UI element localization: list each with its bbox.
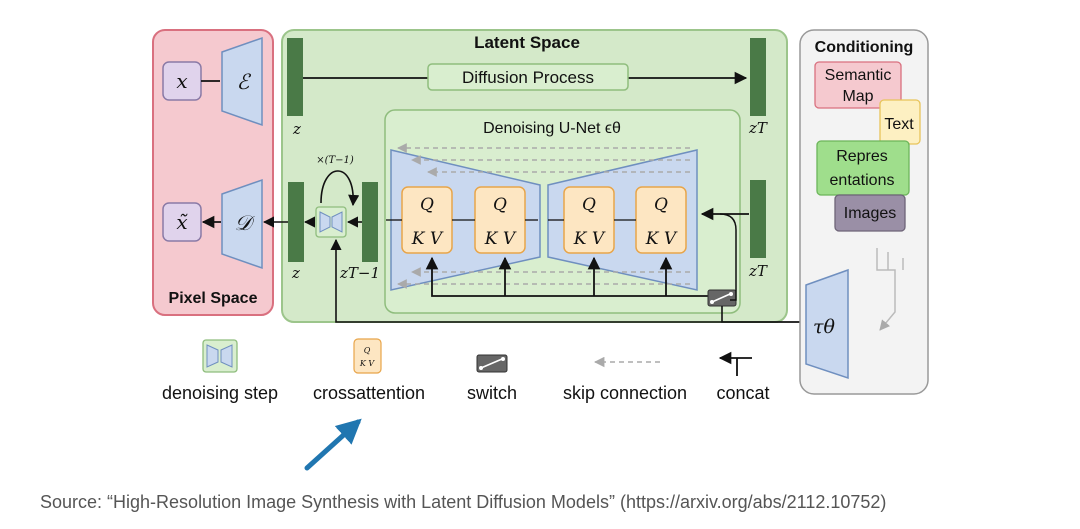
output-x-tilde-box: x̃: [162, 202, 202, 242]
legend-crossattention: Q K V crossattention: [313, 338, 425, 403]
legend: denoising step Q K V crossattention swit…: [162, 338, 770, 403]
tau-label: τθ: [813, 316, 836, 338]
crossattention-block-2: Q K V: [474, 186, 526, 254]
latent-z-bar-bottom: [288, 182, 304, 262]
representations-line2: entations: [830, 172, 895, 189]
conditioning-to-qkv-arrows: [425, 256, 720, 297]
latent-space-label: Latent Space: [474, 33, 580, 52]
concat-into-switch: [719, 213, 737, 301]
latent-zT-bar-bottom: [750, 180, 766, 258]
semantic-map-line2: Map: [842, 88, 873, 105]
unet-skip-connections: [397, 143, 690, 289]
legend-mini-q: Q: [364, 346, 371, 355]
z-bottom-label: z: [291, 264, 300, 282]
legend-concat: concat: [716, 351, 770, 403]
legend-concat-label: concat: [716, 383, 769, 403]
legend-mini-kv: K V: [359, 359, 376, 368]
repeat-label: ×(T−1): [316, 155, 354, 166]
semantic-map-card: Semantic Map: [814, 61, 902, 109]
decoder-label: 𝒟: [235, 211, 256, 235]
z-tminus1-label: zT−1: [339, 264, 380, 282]
latent-zT-bar-top: [750, 38, 766, 116]
tau-encoder: τθ: [805, 268, 849, 380]
legend-skip-connection: skip connection: [563, 356, 687, 403]
decoder-block: 𝒟: [221, 178, 263, 270]
diffusion-process-label: Diffusion Process: [462, 68, 594, 87]
diffusion-process-box: Diffusion Process: [427, 63, 629, 91]
qkv2-q: Q: [493, 195, 507, 215]
qkv2-kv: K V: [484, 229, 517, 249]
tau-to-step-line: [330, 238, 805, 323]
representations-line1: Repres: [836, 148, 888, 165]
qkv1-q: Q: [420, 195, 434, 215]
images-card: Images: [834, 194, 906, 232]
zT-top-label: zT: [748, 119, 768, 137]
qkv4-kv: K V: [645, 229, 678, 249]
encoder-block: ℰ: [221, 36, 263, 127]
crossattention-block-1: Q K V: [401, 186, 453, 254]
representations-card: Repres entations: [816, 140, 910, 196]
legend-switch: switch: [467, 354, 517, 403]
qkv3-q: Q: [582, 195, 596, 215]
legend-denoising-step: denoising step: [162, 339, 278, 403]
qkv3-kv: K V: [573, 229, 606, 249]
repeat-loop-arrow: [320, 170, 360, 207]
legend-switch-label: switch: [467, 383, 517, 403]
crossattention-block-3: Q K V: [563, 186, 615, 254]
text-card-label: Text: [884, 116, 914, 133]
conditioning-merge-lines: [876, 248, 904, 331]
tau-to-switch-line: [721, 306, 805, 323]
encoder-label: ℰ: [237, 70, 252, 94]
denoising-step-glyph: [315, 206, 347, 238]
unet-title: Denoising U-Net ϵθ: [483, 120, 621, 137]
qkv1-kv: K V: [411, 229, 444, 249]
conditioning-label: Conditioning: [815, 39, 914, 56]
highlight-pointer-arrow: [304, 418, 362, 471]
input-x-box: x: [162, 61, 202, 101]
legend-skip-connection-label: skip connection: [563, 383, 687, 403]
images-card-label: Images: [844, 205, 896, 222]
latent-zTminus1-bar: [362, 182, 378, 262]
z-top-label: z: [292, 120, 301, 138]
legend-denoising-step-label: denoising step: [162, 383, 278, 403]
legend-crossattention-label: crossattention: [313, 383, 425, 403]
semantic-map-line1: Semantic: [825, 67, 892, 84]
zT-bottom-label: zT: [748, 262, 768, 280]
source-caption: Source: “High-Resolution Image Synthesis…: [40, 492, 886, 512]
pixel-space-label: Pixel Space: [169, 290, 258, 307]
crossattention-block-4: Q K V: [635, 186, 687, 254]
output-x-tilde-label: x̃: [176, 210, 188, 234]
input-x-label: x: [176, 69, 187, 93]
text-card: Text: [879, 99, 921, 145]
switch-symbol: [707, 289, 737, 307]
latent-z-bar-top: [287, 38, 303, 116]
qkv4-q: Q: [654, 195, 668, 215]
